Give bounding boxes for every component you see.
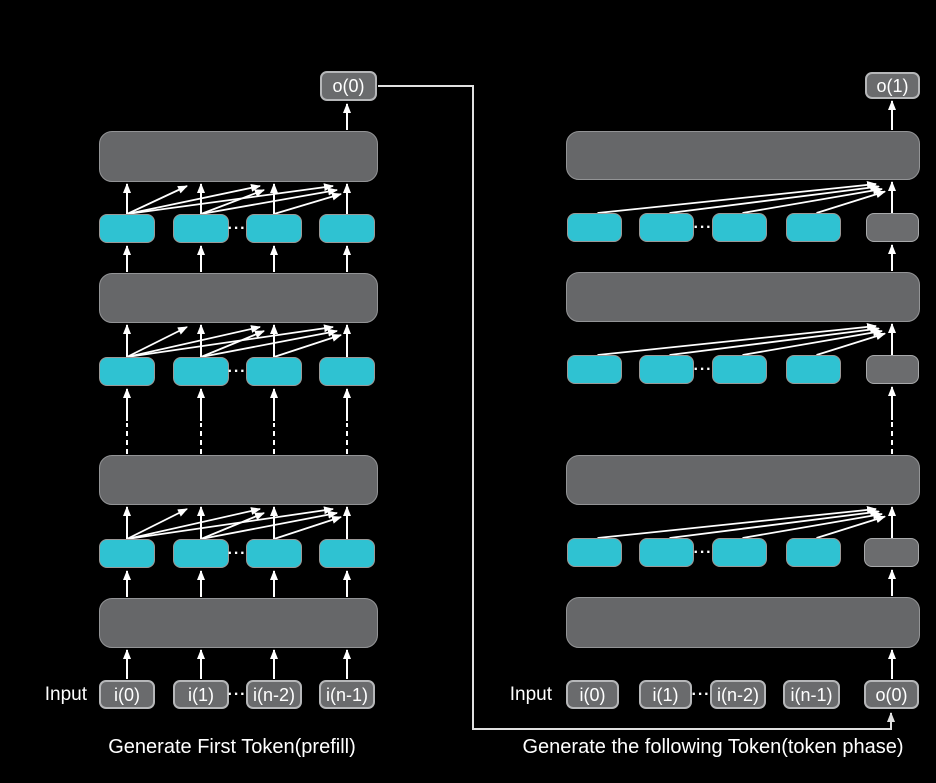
prefill-state-box	[99, 214, 155, 243]
arrow-line	[742, 186, 883, 214]
new-token-state-box	[866, 213, 919, 242]
cached-state-box	[786, 538, 841, 567]
prefill-state-box	[173, 214, 229, 243]
prefill-caption: Generate First Token(prefill)	[108, 735, 356, 758]
prefill-state-box	[319, 214, 375, 243]
new-token-state-box	[866, 355, 919, 384]
token-phase-row3-ellipsis: ···	[693, 543, 713, 561]
arrow-line	[200, 187, 338, 215]
token-phase-layer-bar-2	[566, 272, 920, 322]
arrow-line	[126, 508, 188, 540]
prefill-input-token-i0: i(0)	[99, 680, 155, 709]
arrow-line	[126, 185, 188, 215]
prefill-state-box	[319, 539, 375, 568]
arrow-line	[273, 334, 342, 358]
arrow-line	[200, 189, 265, 215]
cached-state-box	[639, 213, 694, 242]
prefill-state-box	[246, 214, 302, 243]
prefill-state-box	[319, 357, 375, 386]
arrow-line	[126, 325, 261, 358]
arrow-line	[200, 328, 338, 358]
token-phase-input-token-o0: o(0)	[864, 680, 919, 709]
arrow-line	[669, 508, 880, 539]
o0-feedback-connector	[378, 85, 895, 730]
prefill-layer-bar-2	[99, 273, 378, 323]
arrow-line	[742, 328, 883, 356]
token-phase-input-token-i1: i(1)	[639, 680, 692, 709]
arrow-line	[597, 322, 877, 356]
arrow-line	[597, 180, 877, 214]
token-phase-layer-bar-bottom	[566, 597, 920, 648]
prefill-state-box	[99, 539, 155, 568]
prefill-output-token: o(0)	[320, 71, 377, 101]
arrow-line	[273, 192, 342, 215]
arrow-line	[597, 505, 877, 539]
token-phase-row1-ellipsis: ···	[693, 218, 713, 236]
token-phase-layer-bar-3	[566, 455, 920, 505]
prefill-row2-ellipsis: ···	[227, 362, 247, 380]
arrow-line	[669, 183, 880, 214]
token-phase-caption: Generate the following Token(token phase…	[522, 735, 904, 758]
prefill-row3-ellipsis: ···	[227, 544, 247, 562]
token-phase-row2-ellipsis: ···	[693, 360, 713, 378]
new-token-state-box	[864, 538, 919, 567]
arrow-line	[669, 325, 880, 356]
cached-state-box	[786, 213, 841, 242]
prefill-state-box	[173, 539, 229, 568]
prefill-layer-bar-3	[99, 455, 378, 505]
arrow-line	[126, 324, 334, 358]
prefill-state-box	[99, 357, 155, 386]
arrow-line	[742, 511, 883, 539]
cached-state-box	[786, 355, 841, 384]
arrow-line	[816, 332, 886, 356]
prefill-state-box	[246, 539, 302, 568]
cached-state-box	[567, 355, 622, 384]
prefill-input-label: Input	[44, 683, 87, 705]
arrow-line	[126, 506, 334, 540]
arrow-line	[200, 330, 265, 358]
token-phase-output-token: o(1)	[865, 72, 920, 99]
prefill-state-box	[173, 357, 229, 386]
arrow-line	[126, 183, 334, 215]
prefill-row1-ellipsis: ···	[227, 219, 247, 237]
prefill-layer-bar-top	[99, 131, 378, 182]
arrow-line	[126, 326, 188, 358]
token-phase-input-ellipsis: ···	[691, 685, 711, 703]
cached-state-box	[639, 538, 694, 567]
cached-state-box	[639, 355, 694, 384]
cached-state-box	[712, 213, 767, 242]
prefill-input-token-in2: i(n-2)	[246, 680, 302, 709]
arrow-line	[816, 515, 886, 539]
cached-state-box	[712, 355, 767, 384]
prefill-input-token-in1: i(n-1)	[319, 680, 375, 709]
token-phase-layer-bar-top	[566, 131, 920, 180]
prefill-input-ellipsis: ···	[227, 685, 247, 703]
cached-state-box	[567, 538, 622, 567]
prefill-input-token-i1: i(1)	[173, 680, 229, 709]
cached-state-box	[712, 538, 767, 567]
prefill-layer-bar-bottom	[99, 598, 378, 648]
token-phase-input-token-in1: i(n-1)	[783, 680, 840, 709]
arrow-line	[126, 183, 261, 215]
token-phase-input-label: Input	[509, 683, 552, 705]
prefill-state-box	[246, 357, 302, 386]
cached-state-box	[567, 213, 622, 242]
arrow-line	[200, 510, 338, 540]
arrow-line	[816, 190, 886, 214]
token-phase-input-token-in2: i(n-2)	[710, 680, 766, 709]
token-phase-input-token-i0: i(0)	[566, 680, 619, 709]
arrow-line	[200, 512, 265, 540]
arrow-line	[126, 507, 261, 540]
arrow-line	[273, 516, 342, 540]
